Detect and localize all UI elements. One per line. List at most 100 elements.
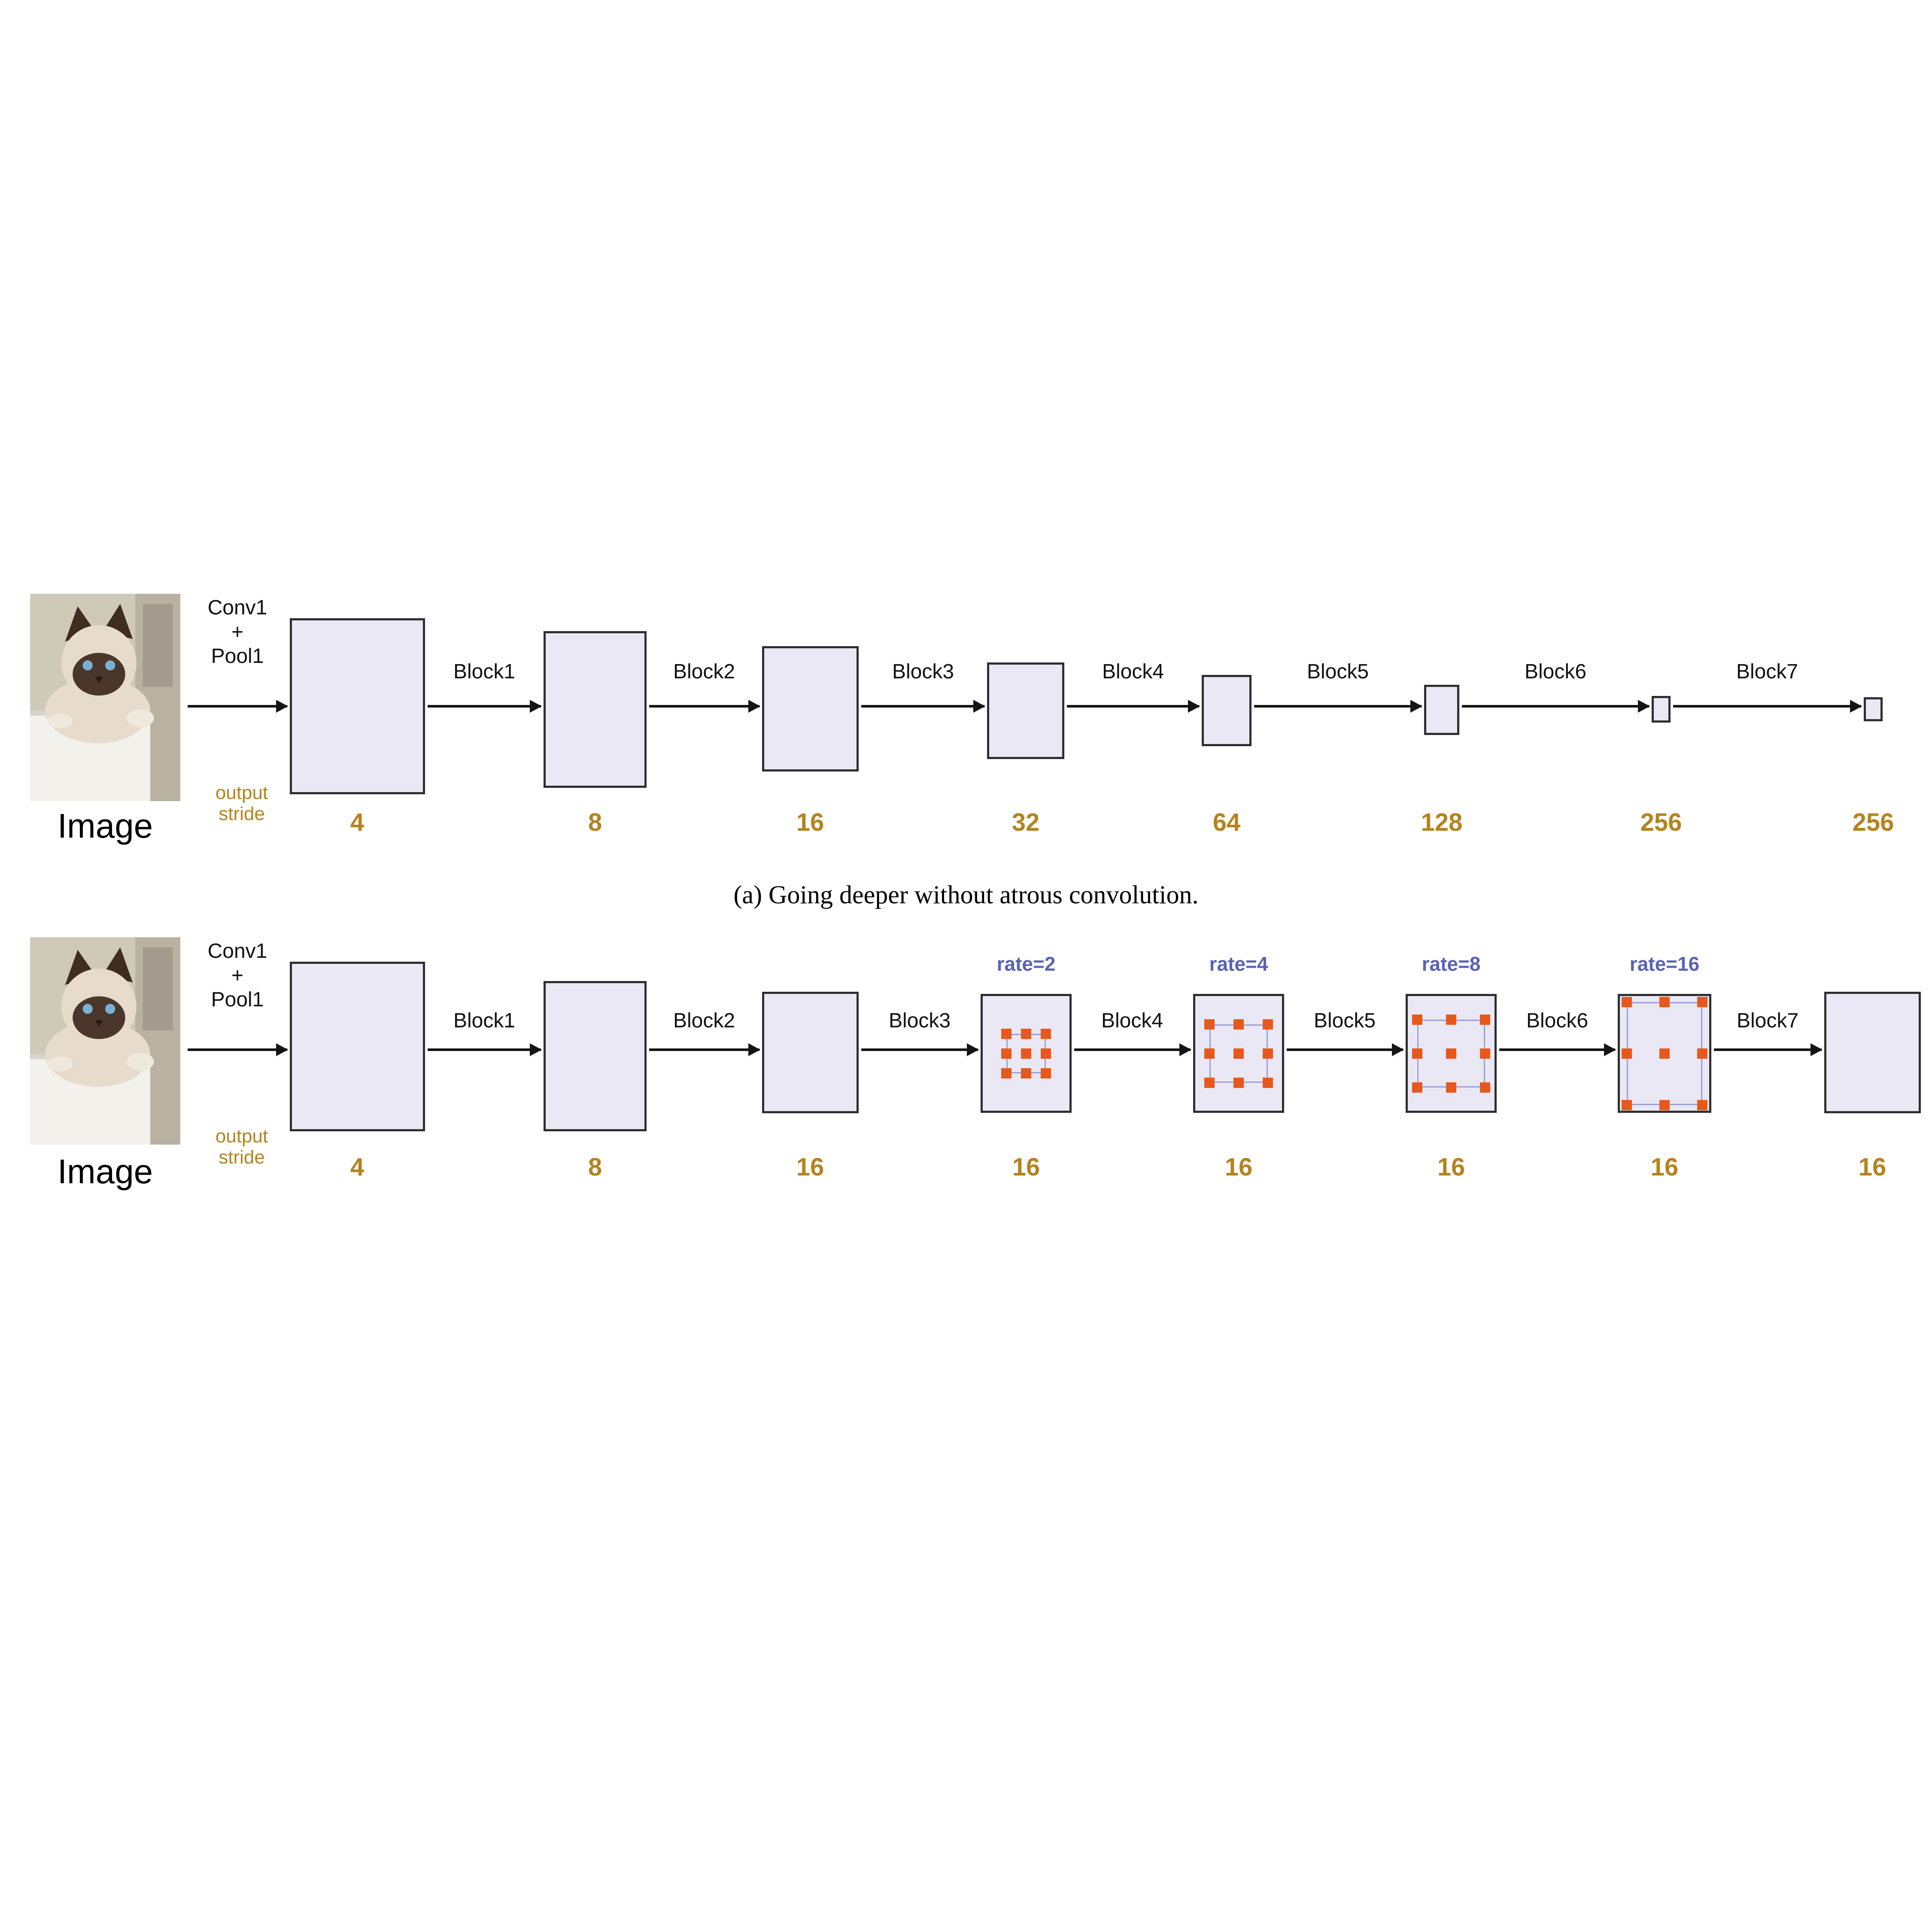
atrous-dot xyxy=(1480,1082,1490,1093)
atrous-dots-grid xyxy=(1412,1014,1490,1093)
block-label: Block3 xyxy=(892,660,954,683)
stride-value: 16 xyxy=(1650,1153,1679,1181)
atrous-dot xyxy=(1697,1048,1707,1059)
flow-arrow xyxy=(1462,705,1649,708)
atrous-dot xyxy=(1480,1048,1490,1059)
plus-label: + xyxy=(231,620,244,644)
conv-pool-label: Conv1 + Pool1 xyxy=(208,939,267,1012)
atrous-dot xyxy=(1412,1048,1422,1059)
block-label: Block1 xyxy=(453,660,516,683)
atrous-dot xyxy=(1001,1068,1012,1078)
atrous-dot xyxy=(1697,1100,1707,1110)
flow-arrow xyxy=(649,705,759,708)
atrous-dot xyxy=(1041,1028,1051,1039)
atrous-dot xyxy=(1021,1028,1031,1039)
stride-value: 256 xyxy=(1852,808,1894,836)
feature-map-atrous xyxy=(981,994,1072,1113)
flow-arrow xyxy=(188,705,287,708)
atrous-dots-grid xyxy=(1001,1028,1051,1078)
atrous-dot xyxy=(1001,1028,1012,1039)
block-label: Block5 xyxy=(1313,1009,1376,1032)
conv1-label: Conv1 xyxy=(207,940,267,963)
atrous-dot xyxy=(1204,1077,1215,1088)
atrous-dot xyxy=(1697,996,1707,1007)
block-label: Block3 xyxy=(888,1009,951,1032)
stride-value: 8 xyxy=(588,1153,602,1181)
atrous-dot xyxy=(1021,1048,1031,1059)
feature-map xyxy=(1652,696,1671,723)
flow-arrow xyxy=(1067,705,1199,708)
cat-photo xyxy=(30,594,180,801)
atrous-dot xyxy=(1263,1077,1273,1088)
flow-arrow xyxy=(1254,705,1422,708)
atrous-dot xyxy=(1204,1019,1215,1030)
atrous-dot xyxy=(1446,1082,1456,1093)
feature-map xyxy=(762,646,859,772)
flow-arrow xyxy=(861,1048,978,1051)
flow-arrow xyxy=(1074,1048,1191,1051)
atrous-dot xyxy=(1233,1019,1244,1030)
atrous-dot xyxy=(1204,1048,1215,1059)
rate-label: rate=4 xyxy=(1209,953,1268,975)
feature-map xyxy=(1424,685,1459,735)
cat-photo xyxy=(30,937,180,1145)
block-label: Block7 xyxy=(1736,660,1798,683)
conv-pool-label: Conv1 + Pool1 xyxy=(208,596,267,669)
flow-arrow xyxy=(649,1048,759,1051)
stride-value: 16 xyxy=(796,808,824,836)
image-label: Image xyxy=(57,1152,153,1191)
atrous-dot xyxy=(1622,996,1632,1007)
atrous-dots-grid xyxy=(1204,1019,1273,1088)
stride-value: 256 xyxy=(1640,808,1682,836)
flow-arrow xyxy=(1287,1048,1403,1051)
feature-map xyxy=(544,631,647,788)
stride-value: 16 xyxy=(796,1153,824,1181)
atrous-dot xyxy=(1480,1014,1490,1025)
rate-label: rate=16 xyxy=(1629,953,1700,975)
atrous-dot xyxy=(1041,1048,1051,1059)
atrous-dot xyxy=(1263,1019,1273,1030)
atrous-dot xyxy=(1659,996,1670,1007)
block-label: Block5 xyxy=(1306,660,1369,683)
flow-arrow xyxy=(428,705,541,708)
stride-value: 16 xyxy=(1012,1153,1040,1181)
stride-value: 128 xyxy=(1421,808,1463,836)
atrous-dot xyxy=(1659,1100,1670,1110)
stride-value: 4 xyxy=(350,808,365,836)
flow-arrow xyxy=(188,1048,287,1051)
flow-arrow xyxy=(1714,1048,1822,1051)
feature-map-atrous xyxy=(1406,994,1497,1113)
atrous-dots-grid xyxy=(1622,996,1707,1110)
feature-map xyxy=(1824,992,1921,1113)
flow-arrow xyxy=(1499,1048,1615,1051)
feature-map xyxy=(762,992,859,1113)
atrous-dot xyxy=(1233,1077,1244,1088)
rate-label: rate=2 xyxy=(996,953,1056,975)
rate-label: rate=8 xyxy=(1422,953,1481,975)
atrous-dot xyxy=(1412,1082,1422,1093)
stride-value: 16 xyxy=(1437,1153,1465,1181)
atrous-dot xyxy=(1041,1068,1051,1078)
block-label: Block2 xyxy=(673,1009,735,1032)
output-stride-label: output stride xyxy=(215,782,268,825)
block-label: Block6 xyxy=(1526,1009,1589,1032)
stride-value: 16 xyxy=(1224,1153,1253,1181)
atrous-dot xyxy=(1412,1014,1422,1025)
block-label: Block4 xyxy=(1101,1009,1163,1032)
block-label: Block2 xyxy=(673,660,735,683)
atrous-dot xyxy=(1659,1048,1670,1059)
atrous-dot xyxy=(1263,1048,1273,1059)
stride-value: 4 xyxy=(350,1153,365,1181)
feature-map-atrous xyxy=(1193,994,1284,1113)
feature-map xyxy=(1864,697,1883,721)
stride-value: 32 xyxy=(1012,808,1040,836)
image-label: Image xyxy=(57,807,153,845)
atrous-dot xyxy=(1233,1048,1244,1059)
feature-map xyxy=(290,962,425,1131)
feature-map xyxy=(1202,675,1252,746)
atrous-dot xyxy=(1446,1014,1456,1025)
stride-value: 16 xyxy=(1858,1153,1886,1181)
flow-arrow xyxy=(861,705,984,708)
plus-label: + xyxy=(231,964,244,987)
